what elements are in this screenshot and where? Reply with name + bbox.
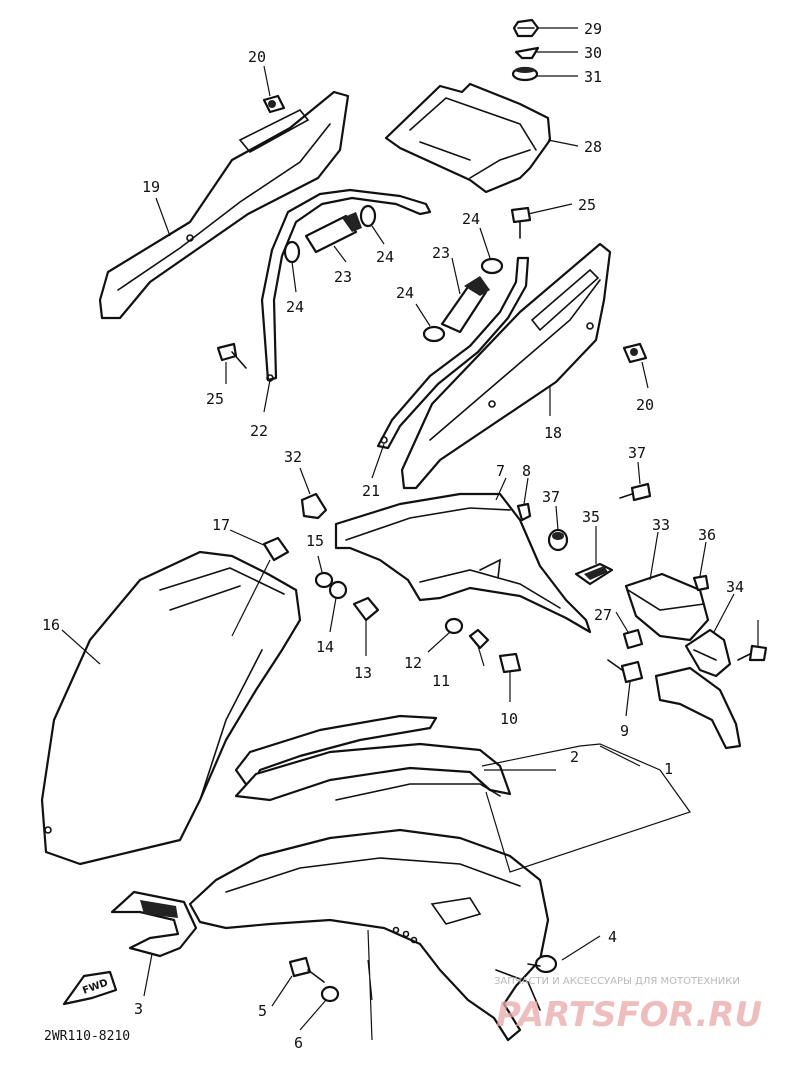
part-3-emblem[interactable] (110, 890, 198, 958)
callout-36: 37 (542, 488, 560, 506)
part-18-side-cover[interactable] (400, 242, 612, 490)
part-12-nut[interactable] (444, 617, 464, 635)
callout-10: 10 (500, 710, 518, 728)
callout-29: 31 (584, 68, 602, 86)
part-25-bolt-top[interactable] (510, 206, 532, 239)
part-24-grommet-c[interactable] (422, 325, 446, 343)
callout-24-c: 24 (396, 284, 414, 302)
callout-31: 33 (652, 516, 670, 534)
callout-25-left: 25 (206, 390, 224, 408)
callout-34: 36 (698, 526, 716, 544)
callout-19: 19 (142, 178, 160, 196)
part-21-bracket[interactable] (376, 256, 530, 450)
callout-12: 12 (404, 654, 422, 672)
part-6-washer[interactable] (320, 985, 340, 1003)
part-23-collar-right[interactable] (440, 276, 490, 334)
part-29-grommet[interactable] (511, 66, 539, 82)
part-flap-bracket[interactable] (654, 666, 742, 750)
callout-6: 6 (294, 1034, 303, 1052)
part-9-bolt[interactable] (607, 659, 644, 684)
callout-5: 5 (258, 1002, 267, 1020)
part-17-clip[interactable] (262, 536, 290, 562)
callout-8: 8 (522, 462, 531, 480)
callout-30: 32 (284, 448, 302, 466)
part-27-nut[interactable] (512, 18, 540, 38)
part-11-collar[interactable] (468, 628, 490, 650)
part-2-tape-lower[interactable] (234, 742, 512, 802)
diagram-code: 2WR110-8210 (44, 1029, 130, 1044)
callout-32: 34 (726, 578, 744, 596)
callout-33: 35 (582, 508, 600, 526)
part-28-washer[interactable] (514, 46, 540, 60)
part-30-clip[interactable] (300, 492, 328, 520)
callout-22: 22 (250, 422, 268, 440)
callout-24-b: 24 (376, 248, 394, 266)
callout-20-right: 20 (636, 396, 654, 414)
fwd-arrow-icon: FWD (62, 970, 118, 1006)
callout-2: 2 (570, 748, 579, 766)
part-7-rear-fender[interactable] (334, 492, 592, 634)
part-1-front-fender[interactable] (188, 828, 550, 1042)
part-34-nut[interactable] (692, 574, 710, 592)
callout-26: 28 (584, 138, 602, 156)
callout-16: 16 (42, 616, 60, 634)
callout-18: 18 (544, 424, 562, 442)
callout-14: 14 (316, 638, 334, 656)
callout-25-top: 25 (578, 196, 596, 214)
callout-labels: 29 30 31 28 20 19 20 25 25 22 23 24 24 2… (42, 20, 744, 1052)
part-31-box[interactable] (624, 572, 710, 642)
callout-13: 13 (354, 664, 372, 682)
callout-4: 4 (608, 928, 617, 946)
watermark-top-text: ЗАПЧАСТИ И АКСЕССУАРЫ ДЛЯ МОТОТЕХНИКИ (494, 976, 740, 987)
part-37-bolt-right[interactable] (737, 644, 768, 662)
callout-11: 11 (432, 672, 450, 690)
callout-37-top: 37 (628, 444, 646, 462)
part-24-grommet-b[interactable] (359, 204, 377, 228)
part-26-cover[interactable] (384, 82, 552, 194)
part-5-bolt[interactable] (288, 956, 325, 983)
part-35-bolt[interactable] (622, 628, 644, 650)
callout-27: 29 (584, 20, 602, 38)
callout-20-upper: 20 (248, 48, 266, 66)
part-20-bolt-upper[interactable] (262, 94, 286, 114)
callout-24-a: 24 (286, 298, 304, 316)
callout-23-left: 23 (334, 268, 352, 286)
part-4-grommet[interactable] (527, 954, 558, 974)
part-8-clip[interactable] (516, 502, 532, 522)
part-37-bolt-top[interactable] (619, 482, 652, 502)
callout-24-d: 24 (462, 210, 480, 228)
callout-1: 1 (664, 760, 673, 778)
callout-28: 30 (584, 44, 602, 62)
part-33-bracket[interactable] (574, 562, 614, 586)
part-16-inner-fender[interactable] (40, 550, 302, 866)
callout-7: 7 (496, 462, 505, 480)
part-19-side-cover[interactable] (98, 90, 350, 320)
callout-21: 21 (362, 482, 380, 500)
part-13-collar[interactable] (352, 596, 380, 622)
part-14-washer[interactable] (328, 580, 348, 600)
part-15-nut[interactable] (314, 571, 334, 589)
part-36-grommet[interactable] (547, 528, 569, 552)
part-32-bracket[interactable] (684, 628, 732, 678)
callout-3: 3 (134, 1000, 143, 1018)
watermark-logo: PARTSFOR.RU (496, 995, 762, 1035)
callout-9: 9 (620, 722, 629, 740)
callout-17: 17 (212, 516, 230, 534)
part-25-bolt-left[interactable] (216, 342, 247, 369)
part-23-collar-left[interactable] (304, 212, 362, 254)
part-20-bolt-right[interactable] (622, 342, 648, 364)
part-10-grommet[interactable] (498, 652, 522, 674)
callout-23-right: 23 (432, 244, 450, 262)
callout-35: 27 (594, 606, 612, 624)
leader-lines (61, 27, 759, 1041)
part-24-grommet-d[interactable] (480, 257, 504, 275)
part-24-grommet-a[interactable] (283, 240, 301, 264)
callout-15: 15 (306, 532, 324, 550)
